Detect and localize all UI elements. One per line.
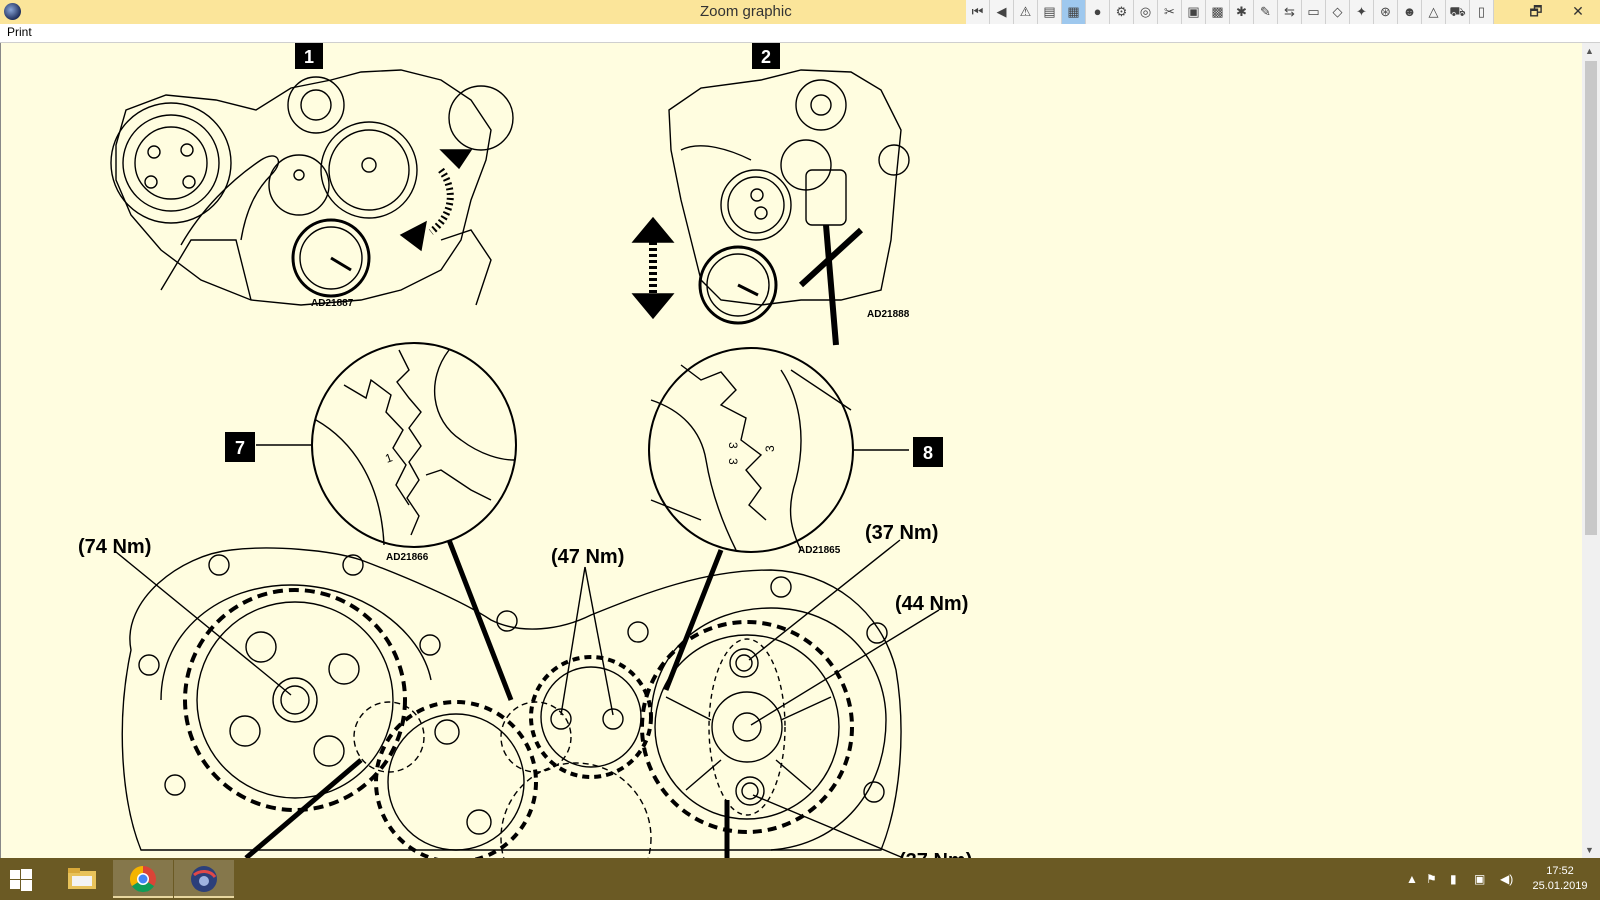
parts-icon[interactable]: ◇ [1326, 0, 1350, 24]
print-menu[interactable]: Print [7, 25, 32, 39]
power-icon[interactable]: ▮ [1450, 872, 1457, 886]
timing-mark-3c: 3 [763, 445, 777, 452]
idler-gear-center [500, 655, 653, 858]
repair-app-icon[interactable] [174, 860, 234, 898]
detail-8-timing-mark [648, 347, 909, 691]
callout-2: 2 [761, 47, 771, 67]
tools-icon[interactable]: ✂ [1158, 0, 1182, 24]
torque-label-44: (44 Nm) [895, 593, 968, 615]
torque-label-37: (37 Nm) [865, 522, 938, 544]
taskbar: ▲ ⚑ ▮ ▣ ◀) 17:52 25.01.2019 [0, 858, 1600, 900]
toolbar: ⏮◀⚠▤▦●⚙◎✂▣▩✱✎⇆▭◇✦⊛☻△⛟▯ [966, 0, 1494, 24]
close-button[interactable]: ✕ [1572, 3, 1584, 19]
vehicle-icon[interactable]: ⛟ [1446, 0, 1470, 24]
document-icon[interactable]: ▤ [1038, 0, 1062, 24]
menu-bar: Print [0, 24, 1600, 43]
wrench-icon[interactable]: ✦ [1350, 0, 1374, 24]
idler-gear-left [353, 700, 538, 858]
scroll-up-icon[interactable]: ▲ [1585, 46, 1594, 56]
timing-mark-1: 1 [383, 450, 394, 466]
tray-arrow-icon[interactable]: ▲ [1406, 872, 1418, 886]
picture-2-gauge-check [631, 69, 910, 346]
graphic-icon[interactable]: ▦ [1062, 0, 1086, 24]
scroll-down-icon[interactable]: ▼ [1585, 845, 1594, 855]
disc-icon[interactable]: ● [1086, 0, 1110, 24]
ref-label-1: AD21887 [311, 298, 354, 309]
timing-mark-3b: 3 [726, 458, 740, 465]
flag-icon[interactable]: ⚑ [1426, 872, 1437, 886]
diagram-icon[interactable]: ▩ [1206, 0, 1230, 24]
window-title: Zoom graphic [700, 3, 792, 20]
torque-label-37-lower: (37 Nm) [899, 850, 972, 858]
volume-icon[interactable]: ◀) [1500, 872, 1514, 886]
gear-train-housing [121, 547, 902, 851]
torque-label-47: (47 Nm) [551, 546, 624, 568]
torque-label-74: (74 Nm) [78, 536, 151, 558]
person-icon[interactable]: ☻ [1398, 0, 1422, 24]
box-icon[interactable]: ▭ [1302, 0, 1326, 24]
split-icon[interactable]: ⇆ [1278, 0, 1302, 24]
ref-label-8: AD21865 [798, 545, 841, 556]
motor-icon[interactable]: ⚙ [1110, 0, 1134, 24]
car-icon[interactable]: ▣ [1182, 0, 1206, 24]
crankshaft-gear [183, 588, 407, 812]
torque-leader-lines [115, 539, 940, 858]
timing-mark-3a: 3 [726, 442, 740, 449]
settings-icon[interactable]: ✱ [1230, 0, 1254, 24]
brake-icon[interactable]: ⊛ [1374, 0, 1398, 24]
app-logo-icon [4, 3, 21, 20]
scroll-thumb[interactable] [1585, 61, 1597, 535]
timing-gear-drawing: 1 AD21887 2 AD21888 [78, 43, 972, 858]
clock-date: 25.01.2019 [1532, 880, 1588, 892]
file-explorer-icon[interactable] [52, 860, 112, 898]
ref-label-2: AD21888 [867, 309, 910, 320]
clock-time: 17:52 [1546, 865, 1574, 877]
restore-button[interactable]: 🗗 [1529, 3, 1543, 19]
callout-1: 1 [304, 47, 314, 67]
picture-1-gauge-check [110, 69, 514, 306]
graphic-viewer[interactable]: 1 AD21887 2 AD21888 [0, 43, 1582, 858]
first-page-icon[interactable]: ⏮ [966, 0, 990, 24]
triangle-icon[interactable]: △ [1422, 0, 1446, 24]
gauge-icon[interactable]: ◎ [1134, 0, 1158, 24]
chrome-icon[interactable] [113, 860, 173, 898]
clock[interactable]: 17:52 25.01.2019 [1528, 864, 1592, 894]
camshaft-gear [640, 620, 854, 834]
warning-icon[interactable]: ⚠ [1014, 0, 1038, 24]
clipboard-icon[interactable]: ▯ [1470, 0, 1494, 24]
callout-7: 7 [235, 438, 245, 458]
windows-start-icon[interactable] [10, 869, 32, 891]
pencil-icon[interactable]: ✎ [1254, 0, 1278, 24]
detail-7-timing-mark [256, 342, 517, 701]
callout-8: 8 [923, 443, 933, 463]
vertical-scrollbar[interactable]: ▲ ▼ [1582, 43, 1600, 858]
previous-icon[interactable]: ◀ [990, 0, 1014, 24]
ref-label-7: AD21866 [386, 552, 429, 563]
network-icon[interactable]: ▣ [1474, 872, 1486, 886]
